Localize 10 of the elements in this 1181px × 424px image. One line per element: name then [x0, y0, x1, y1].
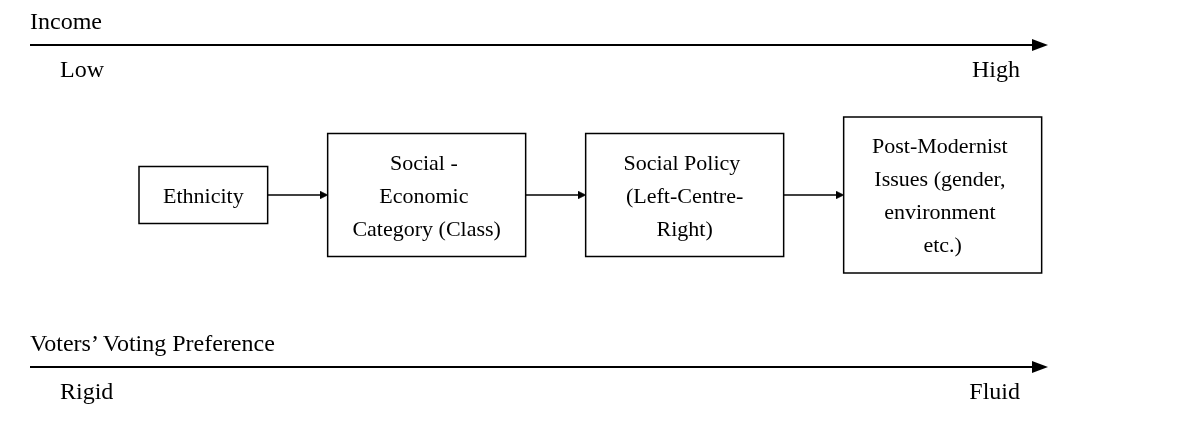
axis-title: Income	[30, 8, 102, 35]
scale-end-label: High	[972, 56, 1020, 83]
node-box: Social Policy (Left-Centre-Right)	[585, 132, 785, 258]
scale-end-label: Low	[60, 56, 104, 83]
node-box: Social - Economic Category (Class)	[327, 132, 527, 258]
scale-end-label: Fluid	[969, 378, 1020, 405]
node-box: Ethnicity	[138, 165, 269, 225]
axis-title: Voters’ Voting Preference	[30, 330, 275, 357]
scale-end-label: Rigid	[60, 378, 114, 405]
node-box: Post-Modernist Issues (gender, environment etc.)	[843, 116, 1043, 274]
